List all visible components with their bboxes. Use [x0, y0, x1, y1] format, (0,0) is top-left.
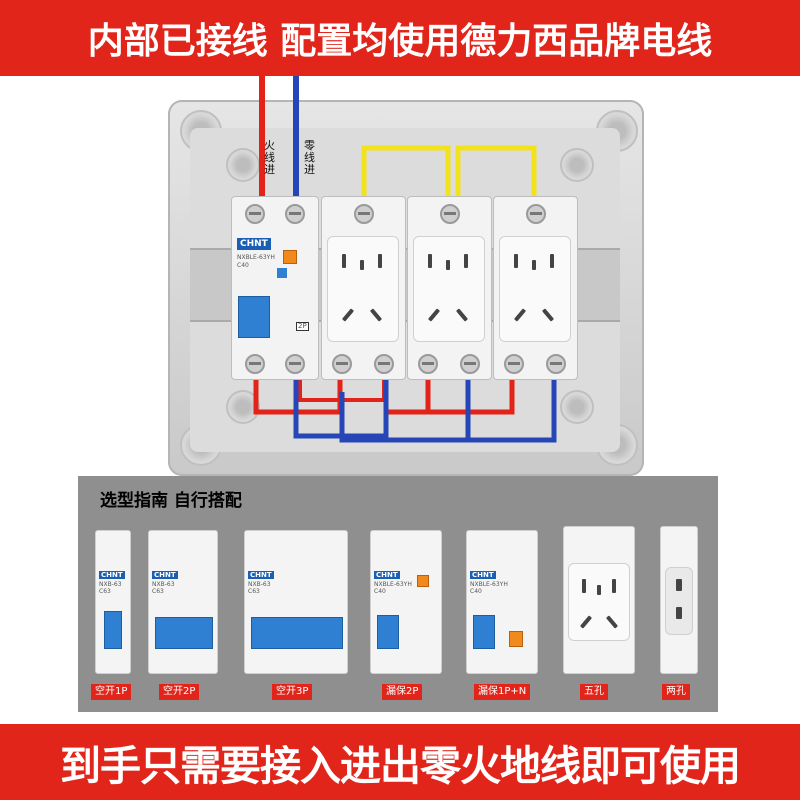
test-button: [417, 575, 429, 587]
socket-slot: [446, 260, 450, 270]
socket-slot: [582, 579, 586, 593]
product-breaker-3p[interactable]: CHNT NXB-63 C63: [244, 530, 348, 674]
socket-slot: [514, 254, 518, 268]
terminal-screw: [546, 354, 566, 374]
product-five-hole-socket[interactable]: [563, 526, 635, 674]
neutral-bus-wire: [430, 372, 557, 443]
terminal-screw: [526, 204, 546, 224]
main-rcd-breaker: [231, 196, 319, 380]
socket-slot: [428, 254, 432, 268]
product-label: 五孔: [580, 684, 608, 700]
product-rcd-1p-n[interactable]: CHNT NXBLE-63YH C40: [466, 530, 538, 674]
model-text: NXBLE-63YH: [470, 581, 508, 588]
earth-jumper: [455, 145, 537, 200]
rating-text: C63: [152, 588, 164, 595]
five-hole-socket[interactable]: [499, 236, 571, 342]
rating-text: C40: [374, 588, 386, 595]
product-label: 空开3P: [272, 684, 313, 700]
brand-logo: CHNT: [99, 571, 125, 579]
breaker-toggle: [251, 617, 343, 649]
terminal-screw: [285, 354, 305, 374]
brand-logo: CHNT: [237, 238, 271, 250]
test-button: [509, 631, 523, 647]
breaker-toggle: [377, 615, 399, 649]
socket-slot: [342, 254, 346, 268]
terminal-screw: [374, 354, 394, 374]
socket-slot: [676, 579, 682, 591]
terminal-screw: [460, 354, 480, 374]
product-rcd-2p[interactable]: CHNT NXBLE-63YH C40: [370, 530, 442, 674]
rating-text: C40: [237, 262, 249, 269]
product-label: 漏保1P+N: [474, 684, 531, 700]
model-text: NXBLE-63YH: [374, 581, 412, 588]
live-bus-wire: [428, 372, 515, 415]
terminal-screw: [332, 354, 352, 374]
mounting-boss: [560, 390, 594, 424]
rating-text: C63: [248, 588, 260, 595]
product-breaker-2p[interactable]: CHNT NXB-63 C63: [148, 530, 218, 674]
breaker-toggle[interactable]: [238, 296, 270, 338]
socket-slot: [676, 607, 682, 619]
socket-slot: [360, 260, 364, 270]
socket-slot: [550, 254, 554, 268]
socket-slot: [378, 254, 382, 268]
product-breaker-1p[interactable]: CHNT NXB-63 C63: [95, 530, 131, 674]
breaker-toggle: [473, 615, 495, 649]
model-text: NXB-63: [248, 581, 271, 588]
terminal-screw: [285, 204, 305, 224]
reset-indicator: [277, 268, 287, 278]
guide-title: 选型指南 自行搭配: [100, 491, 242, 511]
two-hole-socket: [665, 567, 693, 635]
bottom-banner: 到手只需要接入进出零火地线即可使用: [0, 724, 800, 800]
socket-slot: [464, 254, 468, 268]
brand-logo: CHNT: [152, 571, 178, 579]
terminal-screw: [245, 204, 265, 224]
socket-slot: [532, 260, 536, 270]
breaker-toggle: [155, 617, 213, 649]
rating-text: C40: [470, 588, 482, 595]
product-label: 两孔: [662, 684, 690, 700]
poles-badge: 2P: [296, 322, 309, 331]
breaker-toggle: [104, 611, 122, 649]
neutral-bus-wire: [339, 372, 471, 443]
terminal-screw: [418, 354, 438, 374]
product-label: 空开2P: [159, 684, 200, 700]
brand-logo: CHNT: [248, 571, 274, 579]
socket-slot: [612, 579, 616, 593]
rating-text: C63: [99, 588, 111, 595]
earth-jumper: [361, 145, 451, 200]
mounting-boss: [560, 148, 594, 182]
model-text: NXBLE-63YH: [237, 254, 275, 261]
model-text: NXB-63: [152, 581, 175, 588]
product-label: 空开1P: [91, 684, 132, 700]
product-label: 漏保2P: [382, 684, 423, 700]
neutral-in-label: 零线进: [304, 139, 315, 176]
five-hole-socket: [568, 563, 630, 641]
terminal-screw: [504, 354, 524, 374]
product-two-hole-socket[interactable]: [660, 526, 698, 674]
socket-slot: [597, 585, 601, 595]
terminal-screw: [354, 204, 374, 224]
terminal-screw: [245, 354, 265, 374]
top-banner: 内部已接线 配置均使用德力西品牌电线: [0, 0, 800, 76]
live-in-label: 火线进: [264, 139, 275, 176]
terminal-screw: [440, 204, 460, 224]
brand-logo: CHNT: [374, 571, 400, 579]
brand-logo: CHNT: [470, 571, 496, 579]
five-hole-socket[interactable]: [413, 236, 485, 342]
five-hole-socket[interactable]: [327, 236, 399, 342]
model-text: NXB-63: [99, 581, 122, 588]
test-button[interactable]: [283, 250, 297, 264]
